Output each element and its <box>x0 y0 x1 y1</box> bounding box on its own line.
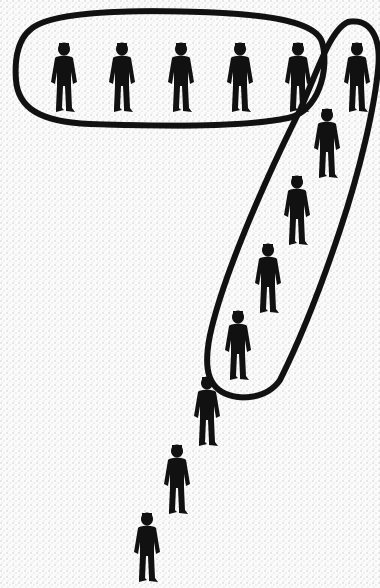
illustration-canvas <box>0 0 380 588</box>
people-queue-illustration <box>0 0 380 588</box>
